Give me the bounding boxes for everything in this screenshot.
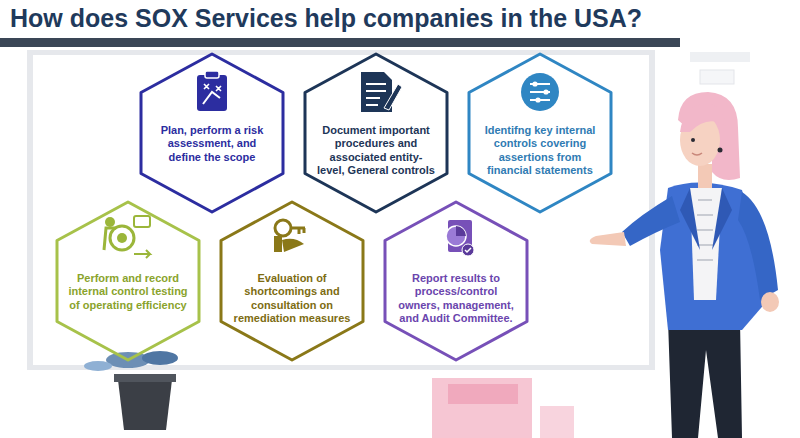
icon-document <box>361 72 402 112</box>
deco-bar <box>690 52 750 62</box>
board-surface <box>33 55 649 365</box>
pink-boxes <box>432 378 574 438</box>
hexagon-shape <box>141 54 283 212</box>
process-hexagon: Plan, perform a risk assessment, and def… <box>139 52 285 214</box>
step-text: Report results to process/control owners… <box>396 272 516 326</box>
step-text: Plan, perform a risk assessment, and def… <box>152 124 272 164</box>
deco-box <box>700 70 734 84</box>
step-text: Document important procedures and associ… <box>316 124 436 178</box>
hexagon-shape <box>221 202 363 360</box>
plant <box>84 351 178 430</box>
icon-testing <box>104 216 150 258</box>
icon-evaluation <box>274 220 305 252</box>
process-hexagon: Document important procedures and associ… <box>303 52 449 214</box>
icon-report <box>446 220 474 256</box>
icon-plan <box>197 71 227 111</box>
hexagon-shape <box>469 54 611 212</box>
step-text: Perform and record internal control test… <box>68 272 188 312</box>
process-hexagon: Evaluation of shortcomings and consultat… <box>219 200 365 362</box>
hexagon-shape <box>385 202 527 360</box>
presenter-figure <box>590 92 779 438</box>
icon-controls <box>521 73 559 111</box>
title-bar <box>0 38 680 47</box>
hexagon-shape <box>57 202 199 360</box>
hexagon-shape <box>305 54 447 212</box>
process-hexagon: Perform and record internal control test… <box>55 200 201 362</box>
board-frame <box>27 50 655 370</box>
page-title: How does SOX Services help companies in … <box>10 4 642 33</box>
process-hexagon: Identifng key internal controls covering… <box>467 52 613 214</box>
step-text: Evaluation of shortcomings and consultat… <box>232 272 352 326</box>
process-hexagon: Report results to process/control owners… <box>383 200 529 362</box>
step-text: Identifng key internal controls covering… <box>480 124 600 178</box>
